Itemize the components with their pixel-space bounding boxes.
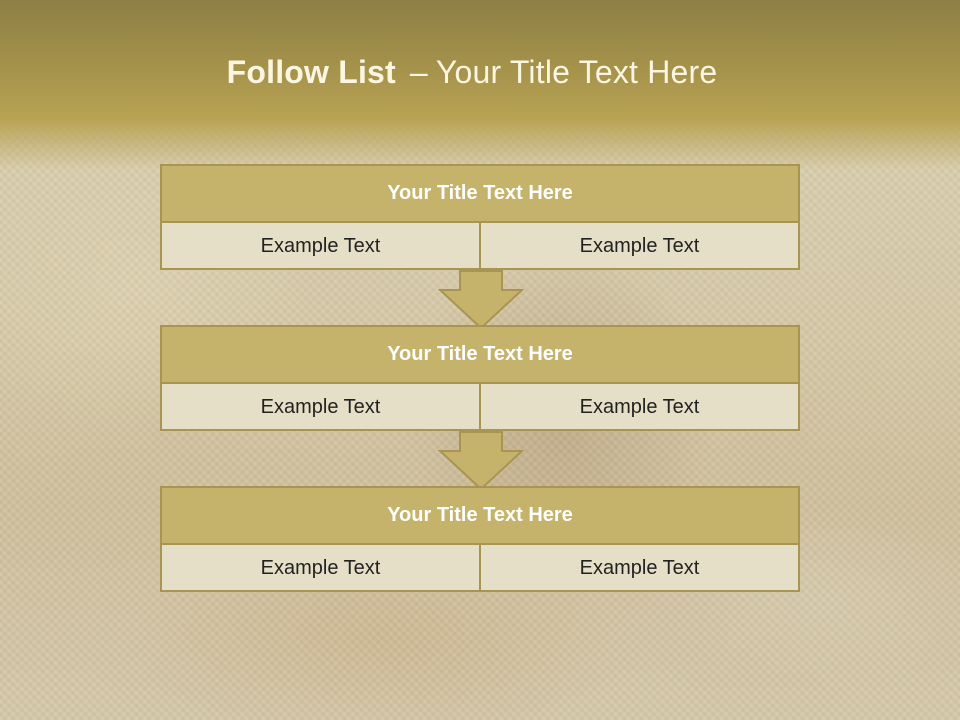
step-block-1: Your Title Text Here Example Text Exampl… [160,164,800,270]
title-dash: – [409,54,428,90]
down-arrow-icon [438,431,524,491]
step-right-text: Example Text [579,557,700,579]
page-title: Follow List–Your Title Text Here [0,54,944,91]
step-title: Your Title Text Here [162,488,798,545]
title-rest: Your Title Text Here [435,54,718,90]
step-title: Your Title Text Here [162,166,798,223]
step-left-text: Example Text [162,545,481,592]
step-title: Your Title Text Here [162,327,798,384]
title-bold: Follow List [226,54,396,90]
step-left-text: Example Text [162,384,481,431]
step-row: Example Text Example Text [162,384,798,431]
step-row: Example Text Example Text [162,223,798,270]
step-left-text: Example Text [162,223,481,270]
step-row: Example Text Example Text [162,545,798,592]
step-block-3: Your Title Text Here Example Text Exampl… [160,486,800,592]
down-arrow-icon [438,270,524,330]
step-right-text: Example Text [579,396,700,418]
step-right-text: Example Text [579,235,700,257]
header-band [0,0,960,170]
step-block-2: Your Title Text Here Example Text Exampl… [160,325,800,431]
